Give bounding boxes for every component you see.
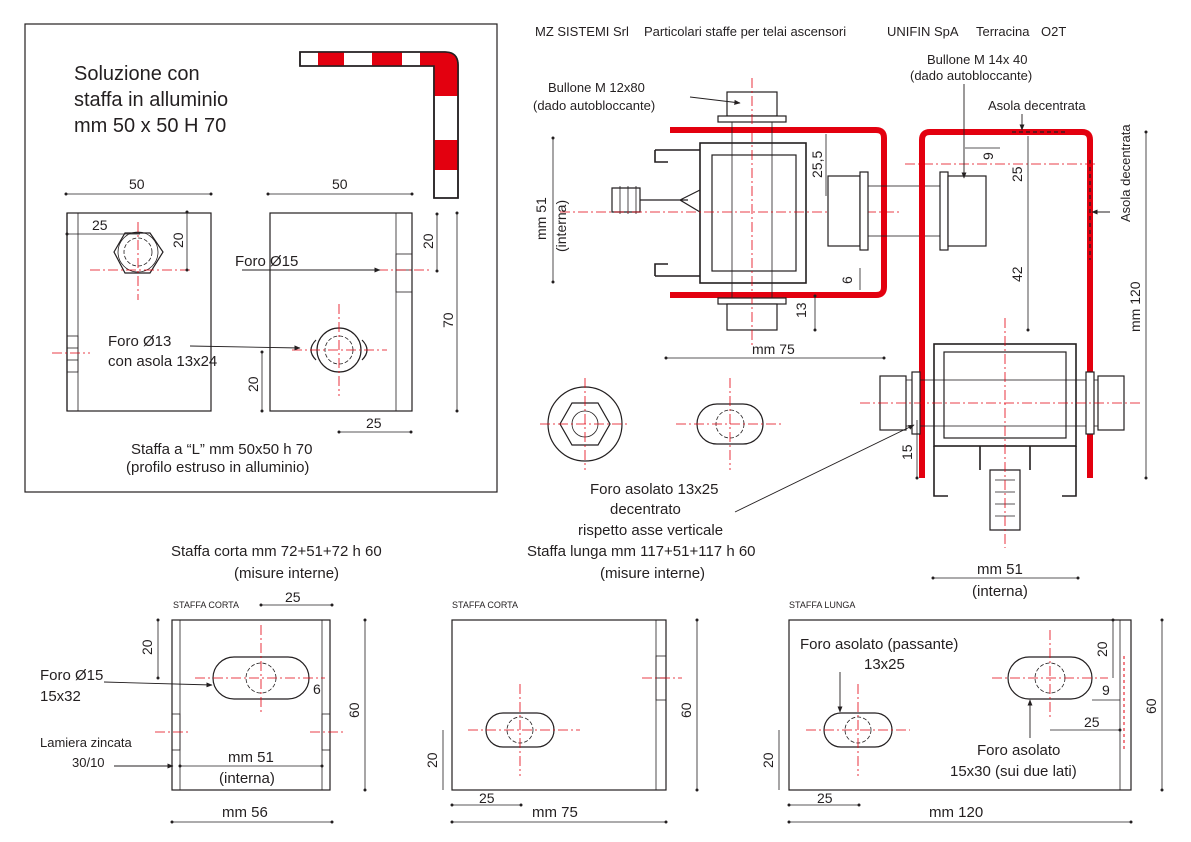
dim-25-top: 25 [1009,166,1025,182]
note-line2: decentrato [610,501,681,518]
dim-mm120-vertical: mm 120 [1127,281,1143,332]
dim-20-right-top: 20 [420,233,436,249]
panel3-side-size: 15x30 (sui due lati) [950,763,1077,780]
panel3-dim-60: 60 [1143,698,1159,714]
panel3-dim-9: 9 [1102,682,1110,698]
panel1-foro-label: Foro Ø15 [40,667,103,684]
dim-25-5: 25,5 [809,151,825,178]
panel1-tag: STAFFA CORTA [173,600,239,610]
label-asola-13x24: con asola 13x24 [108,353,217,370]
panel3-hole-label: Foro asolato (passante) [800,636,958,653]
panel1-dim-6: 6 [313,681,321,697]
label-foro-15: Foro Ø15 [235,253,298,270]
dim-25-left: 25 [92,217,108,233]
panel2-dim-25: 25 [479,790,495,806]
panel3-dim-20-bottom: 20 [760,752,776,768]
alu-caption-line1: Staffa a “L” mm 50x50 h 70 [131,441,313,458]
dim-mm51-vertical: mm 51 [533,197,549,240]
panel3-side-label: Foro asolato [977,742,1060,759]
short-bracket-red [670,127,887,298]
panel3-dim-20-top: 20 [1094,641,1110,657]
panel2-dim-mm75: mm 75 [532,804,578,821]
alu-title-line2: staffa in alluminio [74,89,228,111]
header-subject: Particolari staffe per telai ascensori [644,24,846,39]
label-bolt-m14-nut: (dado autobloccante) [910,68,1032,83]
dim-20-left: 20 [170,232,186,248]
header-location: Terracina [976,24,1030,39]
panel1-lamiera-thickness: 30/10 [72,755,105,770]
dim-20-bottom: 20 [245,376,261,392]
header-company: MZ SISTEMI Srl [535,24,629,39]
panel3-dim-mm120: mm 120 [929,804,983,821]
note-line5: (misure interne) [600,565,705,582]
nut-m14-icon [947,175,987,247]
panel-staffa-corta-1: STAFFA CORTA 25 20 6 60 Foro Ø15 15x32 L… [40,589,367,824]
panel-frame [24,23,498,493]
panel-staffa-corta-2: STAFFA CORTA 60 20 25 mm 75 [424,600,699,824]
short-bracket-note-line1: Staffa corta mm 72+51+72 h 60 [171,543,382,560]
panel1-dim-mm51: mm 51 [228,749,274,766]
panel3-dim-25-bottom: 25 [817,790,833,806]
panel-staffa-lunga: STAFFA LUNGA Foro asolato (passante) 13x… [760,600,1164,824]
dim-mm51-interna: (interna) [553,200,569,252]
dim-15: 15 [899,444,915,460]
l-profile-section [299,51,459,199]
panel1-dim-interna: (interna) [219,770,275,787]
alu-title-line3: mm 50 x 50 H 70 [74,115,226,137]
label-asola-vertical: Asola decentrata [1118,124,1133,222]
dim-50-left: 50 [129,176,145,192]
header-code: O2T [1041,24,1066,39]
short-bracket-note-line2: (misure interne) [234,565,339,582]
slot-detail [676,378,784,470]
dim-70: 70 [440,312,456,328]
aluminium-bracket-panel: Soluzione con staffa in alluminio mm 50 … [24,23,498,493]
label-bolt-m12: Bullone M 12x80 [548,80,645,95]
dim-mm75: mm 75 [752,341,795,357]
bolt-m14 [827,171,987,251]
label-bolt-m12-nut: (dado autobloccante) [533,98,655,113]
dim-50-right: 50 [332,176,348,192]
hex-nut-icon [113,232,164,274]
hex-nut-detail-icon [559,402,611,446]
panel1-lamiera: Lamiera zincata [40,735,133,750]
alu-title-line1: Soluzione con [74,63,200,85]
panel1-dim-25: 25 [285,589,301,605]
panel1-dim-60: 60 [346,702,362,718]
aluminium-profile [611,142,807,284]
dim-6: 6 [839,276,855,284]
panel1-foro-size: 15x32 [40,688,81,705]
dim-9: 9 [980,152,996,160]
alu-caption-line2: (profilo estruso in alluminio) [126,459,309,476]
dim-42: 42 [1009,266,1025,282]
drawing-header: MZ SISTEMI Srl Particolari staffe per te… [535,24,1066,39]
label-asola-horizontal: Asola decentrata [988,98,1086,113]
dim-25-bottom: 25 [366,415,382,431]
bracket-view-right: 50 20 70 Foro Ø15 Foro Ø13 con asola 13x… [108,176,459,434]
panel1-dim-mm56: mm 56 [222,804,268,821]
assembly-view: Bullone M 12x80 (dado autobloccante) Bul… [527,52,1148,600]
panel3-tag: STAFFA LUNGA [789,600,855,610]
long-bracket-red [919,129,1093,478]
note-line3: rispetto asse verticale [578,522,723,539]
dim-13: 13 [793,302,809,318]
panel3-hole-size: 13x25 [864,656,905,673]
panel2-tag: STAFFA CORTA [452,600,518,610]
dim-bottom-interna: (interna) [972,583,1028,600]
label-foro-13: Foro Ø13 [108,333,171,350]
panel2-dim-60: 60 [678,702,694,718]
panel2-dim-20: 20 [424,752,440,768]
bracket-view-left: 50 25 20 [52,176,213,412]
label-bolt-m14: Bullone M 14x 40 [927,52,1027,67]
note-line4: Staffa lunga mm 117+51+117 h 60 [527,543,756,560]
header-client: UNIFIN SpA [887,24,959,39]
dim-bottom-mm51: mm 51 [977,561,1023,578]
panel3-dim-25-right: 25 [1084,714,1100,730]
note-line1: Foro asolato 13x25 [590,481,718,498]
panel1-dim-20: 20 [139,639,155,655]
nut-detail [540,378,630,470]
